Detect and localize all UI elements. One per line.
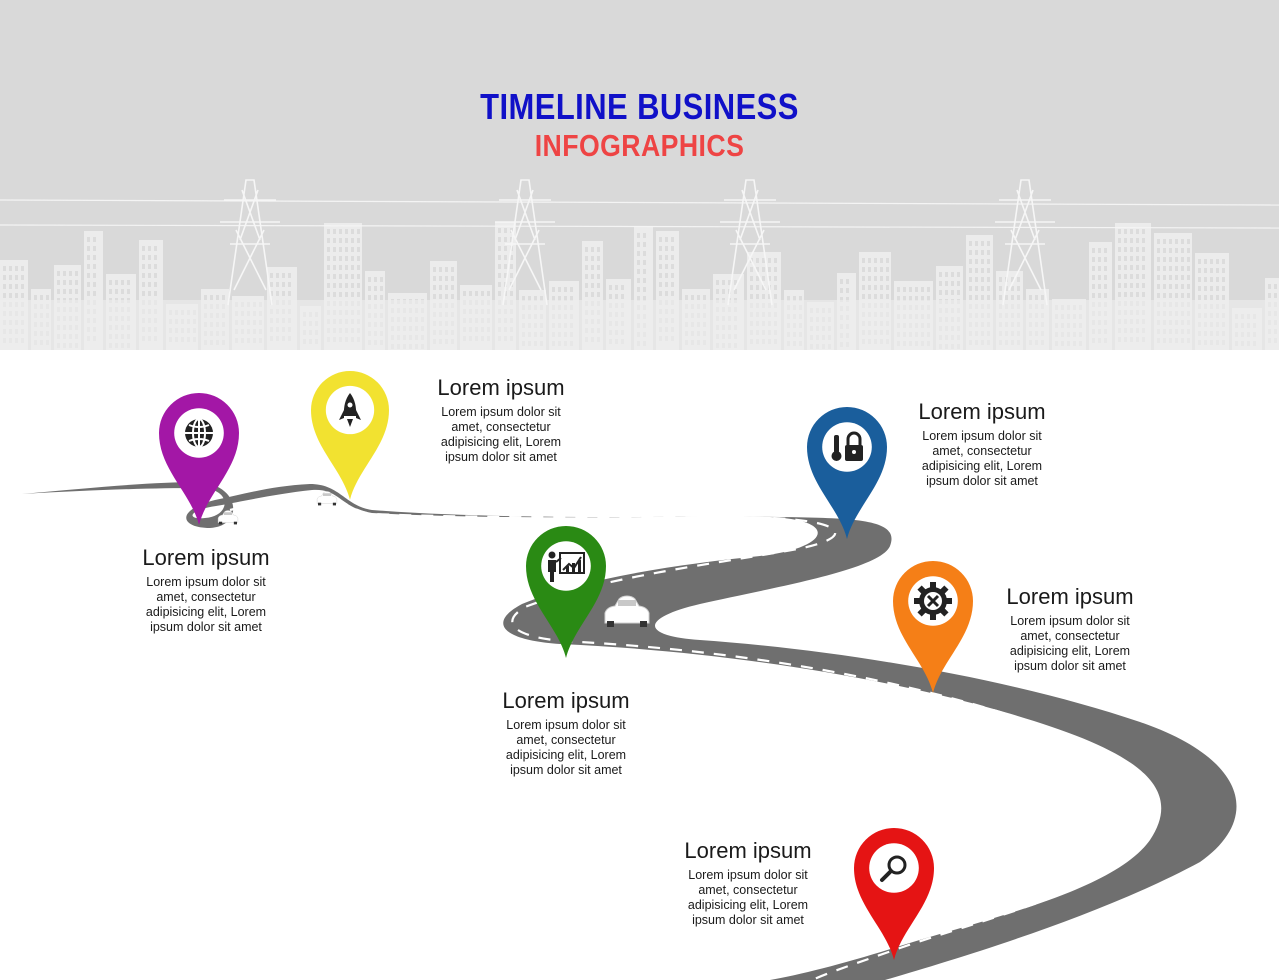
milestone-text-orange: Lorem ipsum Lorem ipsum dolor sit amet, … <box>985 584 1155 674</box>
milestone-heading: Lorem ipsum <box>918 399 1046 424</box>
pin-purple <box>158 392 240 525</box>
milestone-body-line: adipisicing elit, Lorem <box>1009 644 1131 658</box>
milestone-body-line: Lorem ipsum dolor sit <box>1010 614 1130 628</box>
globe-icon <box>185 418 213 448</box>
milestone-body-line: adipisicing elit, Lorem <box>921 459 1043 473</box>
milestone-heading: Lorem ipsum <box>502 688 630 713</box>
milestone-body-line: Lorem ipsum dolor sit <box>688 868 808 882</box>
milestone-body-line: adipisicing elit, Lorem <box>440 435 562 449</box>
milestone-body: Lorem ipsum dolor sit amet, consectetur … <box>121 575 291 635</box>
milestone-body-line: Lorem ipsum dolor sit <box>441 405 561 419</box>
milestone-text-yellow: Lorem ipsum Lorem ipsum dolor sit amet, … <box>416 375 586 465</box>
cars <box>217 491 650 627</box>
milestone-body-line: Lorem ipsum dolor sit <box>506 718 626 732</box>
milestone-heading: Lorem ipsum <box>1006 584 1134 609</box>
milestone-pins <box>158 371 973 960</box>
milestone-heading: Lorem ipsum <box>437 375 565 400</box>
presentation-icon <box>548 551 585 582</box>
milestone-body-line: amet, consectetur <box>156 590 256 604</box>
power-tower <box>995 179 1055 306</box>
milestone-body: Lorem ipsum dolor sit amet, consectetur … <box>985 614 1155 674</box>
pin-yellow <box>311 371 389 500</box>
milestone-body-line: adipisicing elit, Lorem <box>505 748 627 762</box>
winding-road <box>22 482 1237 980</box>
power-tower <box>220 179 280 306</box>
magnifier-icon <box>880 855 907 882</box>
rocket-icon <box>339 393 361 427</box>
pin-red <box>854 828 934 960</box>
milestone-body-line: ipsum dolor sit amet <box>1014 659 1126 673</box>
milestone-body-line: ipsum dolor sit amet <box>692 913 804 927</box>
power-towers <box>0 179 1279 306</box>
milestone-text-green: Lorem ipsum Lorem ipsum dolor sit amet, … <box>481 688 651 778</box>
milestone-body: Lorem ipsum dolor sit amet, consectetur … <box>897 429 1067 489</box>
pin-green <box>526 526 606 658</box>
title-line-2: INFOGRAPHICS <box>534 128 745 163</box>
milestone-text-purple: Lorem ipsum Lorem ipsum dolor sit amet, … <box>121 545 291 635</box>
car-icon <box>316 491 338 506</box>
milestone-body: Lorem ipsum dolor sit amet, consectetur … <box>481 718 651 778</box>
milestone-body-line: adipisicing elit, Lorem <box>687 898 809 912</box>
power-tower <box>720 179 780 306</box>
milestone-body: Lorem ipsum dolor sit amet, consectetur … <box>416 405 586 465</box>
pin-orange <box>893 561 973 693</box>
milestone-body-line: amet, consectetur <box>698 883 798 897</box>
milestone-body-line: Lorem ipsum dolor sit <box>146 575 266 589</box>
power-tower <box>495 179 555 306</box>
gear-tools-icon <box>914 582 952 620</box>
milestone-body-line: Lorem ipsum dolor sit <box>922 429 1042 443</box>
pin-blue <box>807 407 887 539</box>
milestone-body-line: ipsum dolor sit amet <box>150 620 262 634</box>
milestone-body-line: ipsum dolor sit amet <box>510 763 622 777</box>
milestone-body-line: ipsum dolor sit amet <box>926 474 1038 488</box>
car-icon <box>217 510 239 525</box>
car-icon <box>604 595 650 627</box>
milestone-text-red: Lorem ipsum Lorem ipsum dolor sit amet, … <box>663 838 833 928</box>
city-skyline <box>0 222 1279 350</box>
pin-icon-disc <box>869 843 919 893</box>
milestone-body-line: amet, consectetur <box>451 420 551 434</box>
key-lock-icon <box>831 431 863 461</box>
milestone-body-line: adipisicing elit, Lorem <box>145 605 267 619</box>
milestone-body-line: ipsum dolor sit amet <box>445 450 557 464</box>
title-line-1: TIMELINE BUSINESS <box>480 86 799 127</box>
milestone-text-blue: Lorem ipsum Lorem ipsum dolor sit amet, … <box>897 399 1067 489</box>
milestone-heading: Lorem ipsum <box>684 838 812 863</box>
milestone-heading: Lorem ipsum <box>142 545 270 570</box>
milestone-body: Lorem ipsum dolor sit amet, consectetur … <box>663 868 833 928</box>
milestone-body-line: amet, consectetur <box>932 444 1032 458</box>
milestone-body-line: amet, consectetur <box>1020 629 1120 643</box>
milestone-body-line: amet, consectetur <box>516 733 616 747</box>
